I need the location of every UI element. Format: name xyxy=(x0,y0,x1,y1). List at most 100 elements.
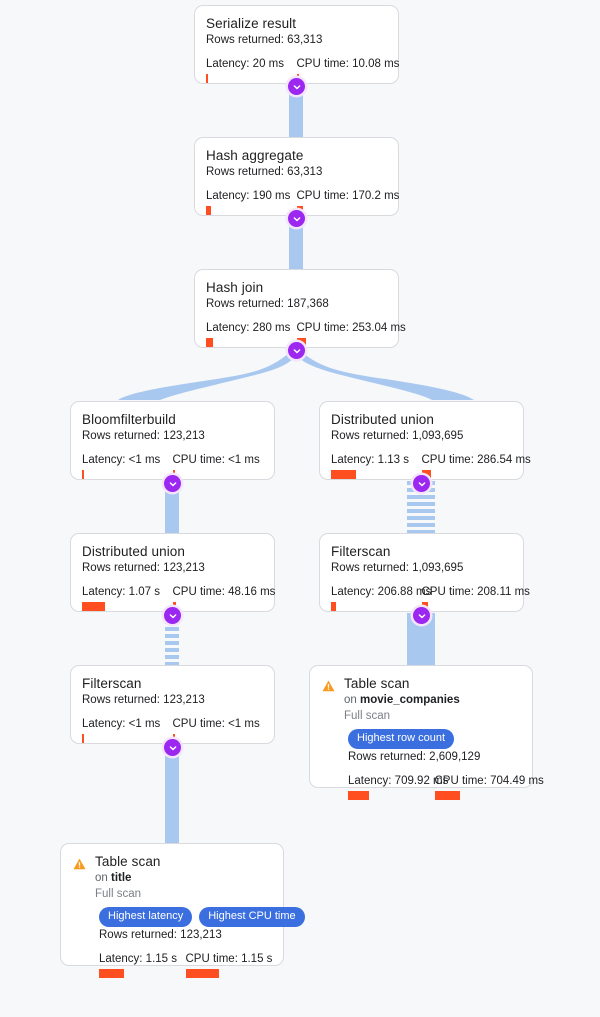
latency-label: Latency: 1.07 s xyxy=(82,586,160,598)
latency-bar xyxy=(99,969,124,978)
edge-hashjoin-to-distributed-union-right xyxy=(294,352,474,400)
metrics: Latency: 709.92 ms CPU time: 704.49 ms xyxy=(348,774,544,800)
table-name: title xyxy=(111,872,132,884)
edge-serialize-to-hashaggregate xyxy=(289,84,303,142)
latency-label: Latency: 206.88 ms xyxy=(331,586,432,598)
chevron-down-icon-distributed-union-right[interactable] xyxy=(413,475,430,492)
node-serialize-result[interactable]: Serialize result Rows returned: 63,313 L… xyxy=(194,5,399,84)
latency-bar xyxy=(206,206,211,215)
warning-triangle-icon xyxy=(322,679,335,697)
latency-metric: Latency: 280 ms xyxy=(206,321,297,347)
latency-bar xyxy=(206,338,213,347)
cpu-metric: CPU time: 1.15 s xyxy=(185,952,272,978)
node-header: Distributed union xyxy=(82,544,263,560)
metrics: Latency: 1.15 s CPU time: 1.15 s xyxy=(99,952,272,978)
cpu-label: CPU time: 253.04 ms xyxy=(296,322,406,334)
metrics: Latency: 1.13 s CPU time: 286.54 ms xyxy=(331,453,531,479)
node-header: Distributed union xyxy=(331,412,512,428)
warning-triangle-icon xyxy=(73,857,86,875)
cpu-metric: CPU time: <1 ms xyxy=(172,717,260,743)
cpu-label: CPU time: <1 ms xyxy=(172,718,260,730)
badge-list: Highest latency Highest CPU time xyxy=(99,907,305,927)
cpu-metric: CPU time: 253.04 ms xyxy=(296,321,406,347)
node-title: Hash join xyxy=(206,280,264,295)
cpu-metric: CPU time: 286.54 ms xyxy=(421,453,531,479)
node-header-text: Table scan on movie_companies Full scan xyxy=(344,676,460,724)
latency-label: Latency: 1.13 s xyxy=(331,454,409,466)
cpu-bar xyxy=(421,602,428,611)
latency-label: Latency: <1 ms xyxy=(82,718,161,730)
node-distributed-union-right[interactable]: Distributed union Rows returned: 1,093,6… xyxy=(319,401,531,480)
node-bloomfilterbuild[interactable]: Bloomfilterbuild Rows returned: 123,213 … xyxy=(70,401,275,480)
latency-bar xyxy=(82,470,84,479)
table-name: movie_companies xyxy=(360,694,460,706)
cpu-bar xyxy=(172,470,175,479)
rows-returned: Rows returned: 123,213 xyxy=(82,562,205,574)
rows-returned: Rows returned: 63,313 xyxy=(206,34,323,46)
chevron-down-icon-serialize[interactable] xyxy=(288,78,305,95)
scan-type: Full scan xyxy=(344,710,391,722)
node-header: Serialize result xyxy=(206,16,387,32)
metrics: Latency: 190 ms CPU time: 170.2 ms xyxy=(206,189,399,215)
cpu-bar xyxy=(421,470,431,479)
chevron-down-icon-hashaggregate[interactable] xyxy=(288,210,305,227)
cpu-label: CPU time: <1 ms xyxy=(172,454,260,466)
rows-returned: Rows returned: 1,093,695 xyxy=(331,562,464,574)
cpu-bar xyxy=(434,791,460,800)
node-distributed-union-left[interactable]: Distributed union Rows returned: 123,213… xyxy=(70,533,275,612)
latency-label: Latency: 20 ms xyxy=(206,58,284,70)
node-hash-aggregate[interactable]: Hash aggregate Rows returned: 63,313 Lat… xyxy=(194,137,399,216)
latency-bar xyxy=(82,734,84,743)
chevron-down-icon-hashjoin[interactable] xyxy=(288,342,305,359)
node-header: Filterscan xyxy=(331,544,512,560)
node-table-reference: on movie_companies xyxy=(344,693,460,708)
node-title: Table scan xyxy=(95,854,161,869)
rows-returned: Rows returned: 187,368 xyxy=(206,298,329,310)
node-filterscan-right[interactable]: Filterscan Rows returned: 1,093,695 Late… xyxy=(319,533,530,612)
chevron-down-icon-distributed-union-left[interactable] xyxy=(164,607,181,624)
latency-metric: Latency: 206.88 ms xyxy=(331,585,432,611)
node-header-text: Table scan on title Full scan xyxy=(95,854,161,902)
metrics: Latency: <1 ms CPU time: <1 ms xyxy=(82,453,263,479)
latency-metric: Latency: 1.07 s xyxy=(82,585,173,611)
latency-label: Latency: 280 ms xyxy=(206,322,291,334)
node-title: Table scan xyxy=(344,676,410,691)
latency-metric: Latency: <1 ms xyxy=(82,717,173,743)
chevron-down-icon-filterscan-right[interactable] xyxy=(413,607,430,624)
cpu-metric: CPU time: 170.2 ms xyxy=(296,189,399,215)
metrics: Latency: 206.88 ms CPU time: 208.11 ms xyxy=(331,585,530,611)
edge-distributed-union-left-to-filterscan-left xyxy=(165,613,179,671)
node-table-reference: on title xyxy=(95,871,161,886)
chevron-down-icon-filterscan-left[interactable] xyxy=(164,739,181,756)
cpu-label: CPU time: 208.11 ms xyxy=(421,586,530,598)
node-filterscan-left[interactable]: Filterscan Rows returned: 123,213 Latenc… xyxy=(70,665,275,744)
cpu-label: CPU time: 48.16 ms xyxy=(172,586,276,598)
node-title: Distributed union xyxy=(82,544,186,559)
status-badge-cpu: Highest CPU time xyxy=(199,907,305,927)
latency-metric: Latency: 190 ms xyxy=(206,189,297,215)
metrics: Latency: <1 ms CPU time: <1 ms xyxy=(82,717,263,743)
node-table-scan-movie-companies[interactable]: Table scan on movie_companies Full scan … xyxy=(309,665,544,800)
metrics: Latency: 20 ms CPU time: 10.08 ms xyxy=(206,57,399,83)
latency-bar xyxy=(206,74,208,83)
node-hash-join[interactable]: Hash join Rows returned: 187,368 Latency… xyxy=(194,269,406,348)
metrics: Latency: 1.07 s CPU time: 48.16 ms xyxy=(82,585,275,611)
cpu-bar xyxy=(185,969,219,978)
cpu-label: CPU time: 10.08 ms xyxy=(296,58,400,70)
on-prefix: on xyxy=(95,872,111,884)
chevron-down-icon-bloomfilterbuild[interactable] xyxy=(164,475,181,492)
rows-returned: Rows returned: 2,609,129 xyxy=(348,751,481,763)
badge-list: Highest row count xyxy=(348,729,521,749)
rows-returned: Rows returned: 63,313 xyxy=(206,166,323,178)
node-header: Table scan on movie_companies Full scan xyxy=(322,676,521,724)
node-title: Serialize result xyxy=(206,16,297,31)
latency-metric: Latency: 1.13 s xyxy=(331,453,422,479)
cpu-label: CPU time: 286.54 ms xyxy=(421,454,531,466)
rows-returned: Rows returned: 123,213 xyxy=(82,430,205,442)
node-table-scan-title[interactable]: Table scan on title Full scan Highest la… xyxy=(60,843,305,978)
node-title: Bloomfilterbuild xyxy=(82,412,176,427)
latency-bar xyxy=(82,602,105,611)
cpu-metric: CPU time: 704.49 ms xyxy=(434,774,544,800)
